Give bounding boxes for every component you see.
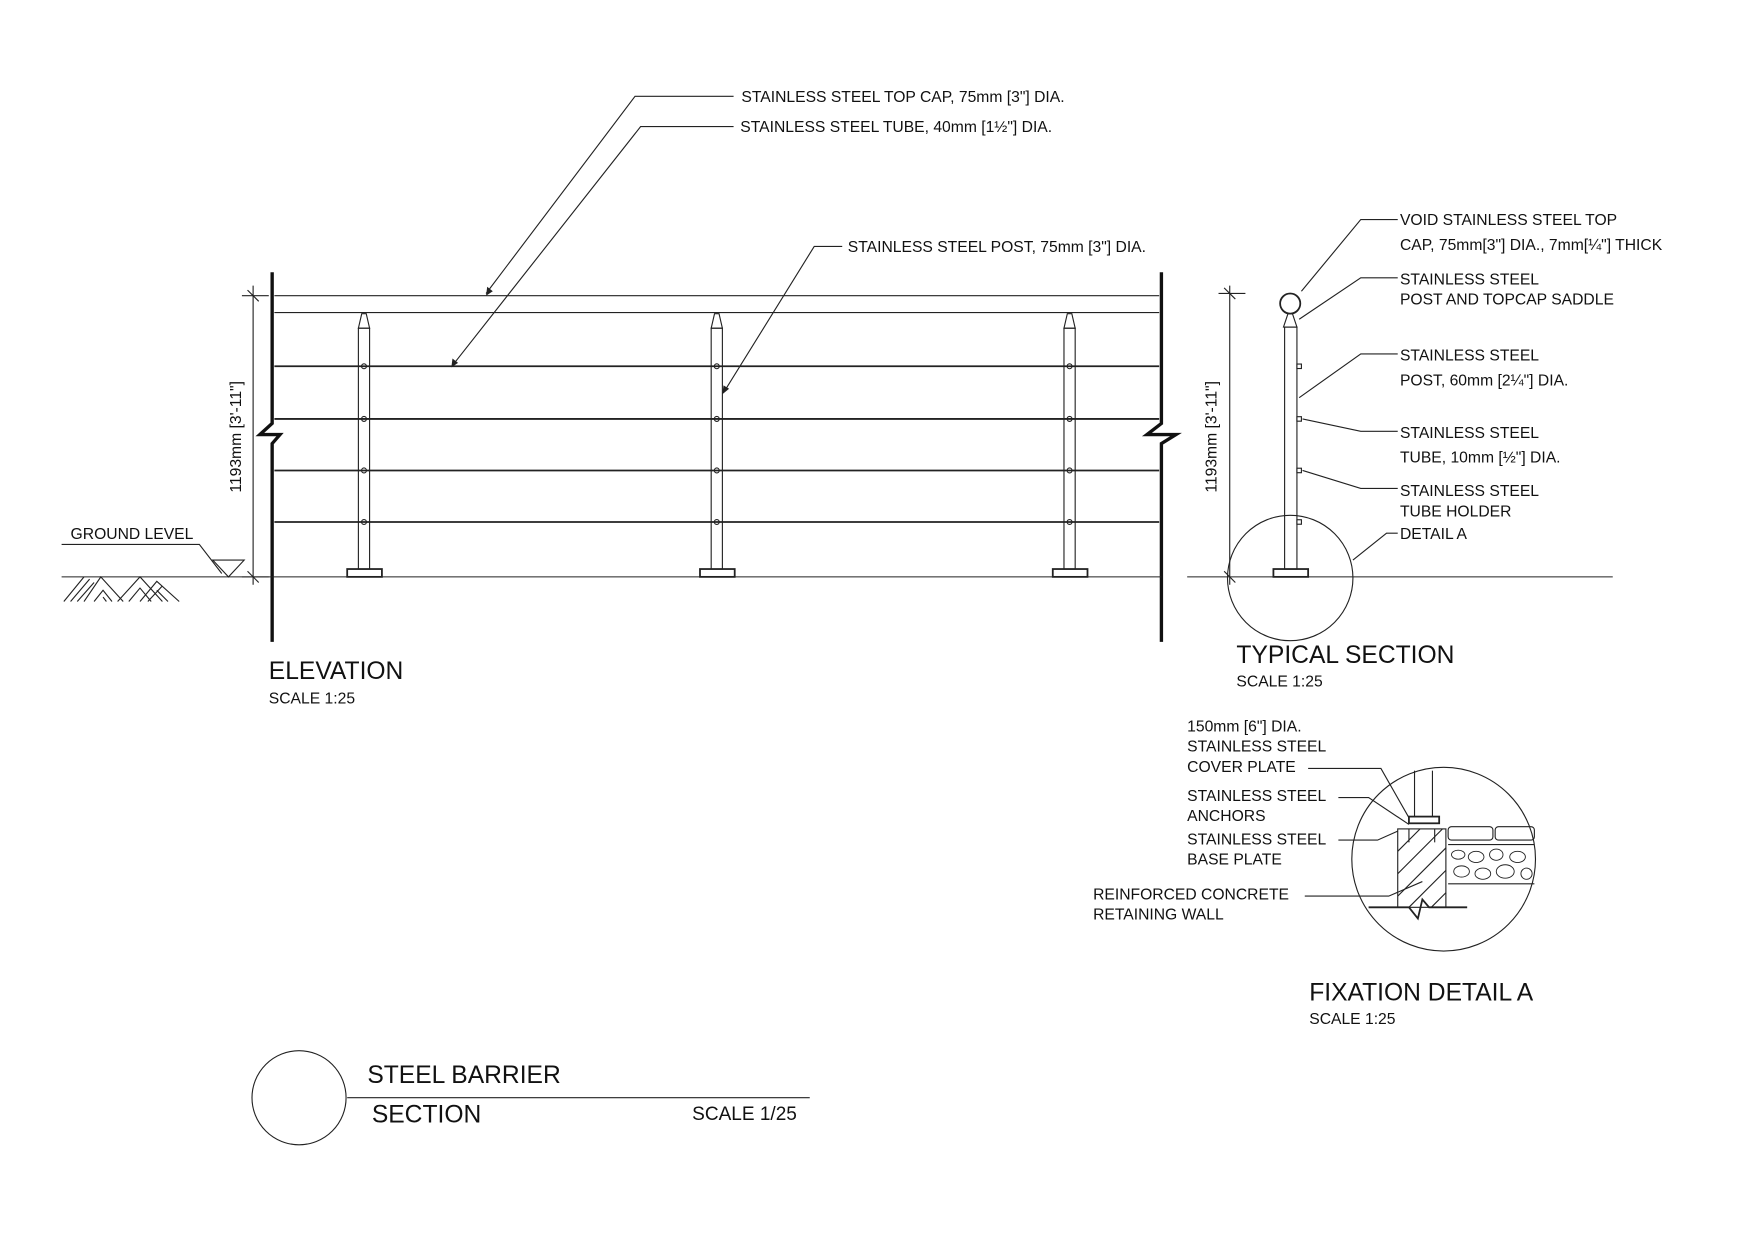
ground-hatch — [63, 575, 180, 602]
title-block-subtitle: SECTION — [372, 1101, 481, 1128]
holder-label-line1: STAINLESS STEEL — [1400, 483, 1539, 500]
anchors-label-line2: ANCHORS — [1187, 808, 1265, 825]
section-post — [1284, 326, 1298, 570]
typical-section-title: TYPICAL SECTION — [1236, 642, 1454, 669]
section-marker-circle — [251, 1050, 347, 1146]
wall-label-line1: REINFORCED CONCRETE — [1093, 886, 1289, 903]
title-block-scale: SCALE 1/25 — [692, 1104, 797, 1125]
tube-rails — [274, 365, 1160, 523]
fixation-detail-scale: SCALE 1:25 — [1309, 1011, 1396, 1028]
tube-label-line1: STAINLESS STEEL — [1400, 425, 1539, 442]
topcap-label-line2: CAP, 75mm[3"] DIA., 7mm[¼"] THICK — [1400, 237, 1663, 254]
saddle-label-line1: STAINLESS STEEL — [1400, 272, 1539, 289]
elevation-title: ELEVATION — [269, 658, 404, 685]
top-cap-label: STAINLESS STEEL TOP CAP, 75mm [3"] DIA. — [741, 89, 1064, 106]
section-height-dimension: 1193mm [3'-11"] — [1203, 381, 1220, 493]
section-leaders — [1298, 218, 1398, 561]
tube-holders — [1296, 363, 1302, 525]
post-label: STAINLESS STEEL POST, 75mm [3"] DIA. — [848, 239, 1146, 256]
holder-label-line2: TUBE HOLDER — [1400, 503, 1511, 520]
elevation-height-dimension: 1193mm [3'-11"] — [228, 381, 245, 493]
left-wall-break-line — [255, 272, 284, 642]
ground-level-label: GROUND LEVEL — [71, 526, 194, 543]
ground-level-marker: GROUND LEVEL — [61, 526, 246, 578]
elevation-dimension: 1193mm [3'-11"] — [228, 285, 269, 585]
fixation-leaders — [1304, 767, 1423, 897]
wall-label-line2: RETAINING WALL — [1093, 907, 1224, 924]
cover-plate-label-line3: COVER PLATE — [1187, 759, 1296, 776]
section-dimension: 1193mm [3'-11"] — [1203, 285, 1246, 585]
wall-hatch — [1397, 828, 1447, 908]
fixation-detail-title: FIXATION DETAIL A — [1309, 979, 1534, 1006]
fixation-detail-circle — [1351, 766, 1537, 952]
elevation-view: GROUND LEVEL 1193mm [3'-11"] STAINLESS S… — [61, 89, 1182, 707]
paving — [1447, 826, 1535, 885]
top-rail — [274, 295, 1160, 314]
wall-break — [1368, 897, 1468, 921]
section-base-plate — [1272, 568, 1310, 578]
cover-plate-label-line1: 150mm [6"] DIA. — [1187, 718, 1301, 735]
retaining-wall — [1397, 828, 1447, 908]
detail-a-callout-circle — [1226, 514, 1354, 642]
saddle — [1282, 313, 1298, 328]
top-cap-ring — [1279, 292, 1302, 315]
cover-plate-label-line2: STAINLESS STEEL — [1187, 739, 1326, 756]
typical-section-scale: SCALE 1:25 — [1236, 674, 1323, 691]
base-plate-label-line2: BASE PLATE — [1187, 852, 1282, 869]
right-wall-break-line — [1141, 272, 1182, 642]
post-label-line2: POST, 60mm [2¼"] DIA. — [1400, 372, 1568, 389]
elevation-post — [346, 313, 383, 578]
tube-label: STAINLESS STEEL TUBE, 40mm [1½"] DIA. — [740, 119, 1052, 136]
elevation-scale: SCALE 1:25 — [269, 690, 356, 707]
topcap-label-line1: VOID STAINLESS STEEL TOP — [1400, 212, 1617, 229]
typical-section-view: 1193mm [3'-11"] VOID STAINLESS STEEL TOP… — [1187, 212, 1663, 691]
post-label-line1: STAINLESS STEEL — [1400, 348, 1539, 365]
elevation-post — [699, 313, 736, 578]
tube-label-line2: TUBE, 10mm [½"] DIA. — [1400, 450, 1561, 467]
base-plate-label-line1: STAINLESS STEEL — [1187, 832, 1326, 849]
title-block-title: STEEL BARRIER — [367, 1062, 560, 1089]
anchors-label-line1: STAINLESS STEEL — [1187, 788, 1326, 805]
elevation-leaders — [451, 95, 843, 395]
elevation-post — [1051, 313, 1089, 578]
saddle-label-line2: POST AND TOPCAP SADDLE — [1400, 292, 1614, 309]
title-block: STEEL BARRIER SECTION SCALE 1/25 — [251, 1050, 810, 1146]
cover-plate — [1408, 815, 1441, 825]
detail-a-label: DETAIL A — [1400, 526, 1468, 543]
fixation-detail-view: 150mm [6"] DIA. STAINLESS STEEL COVER PL… — [1093, 718, 1537, 1028]
